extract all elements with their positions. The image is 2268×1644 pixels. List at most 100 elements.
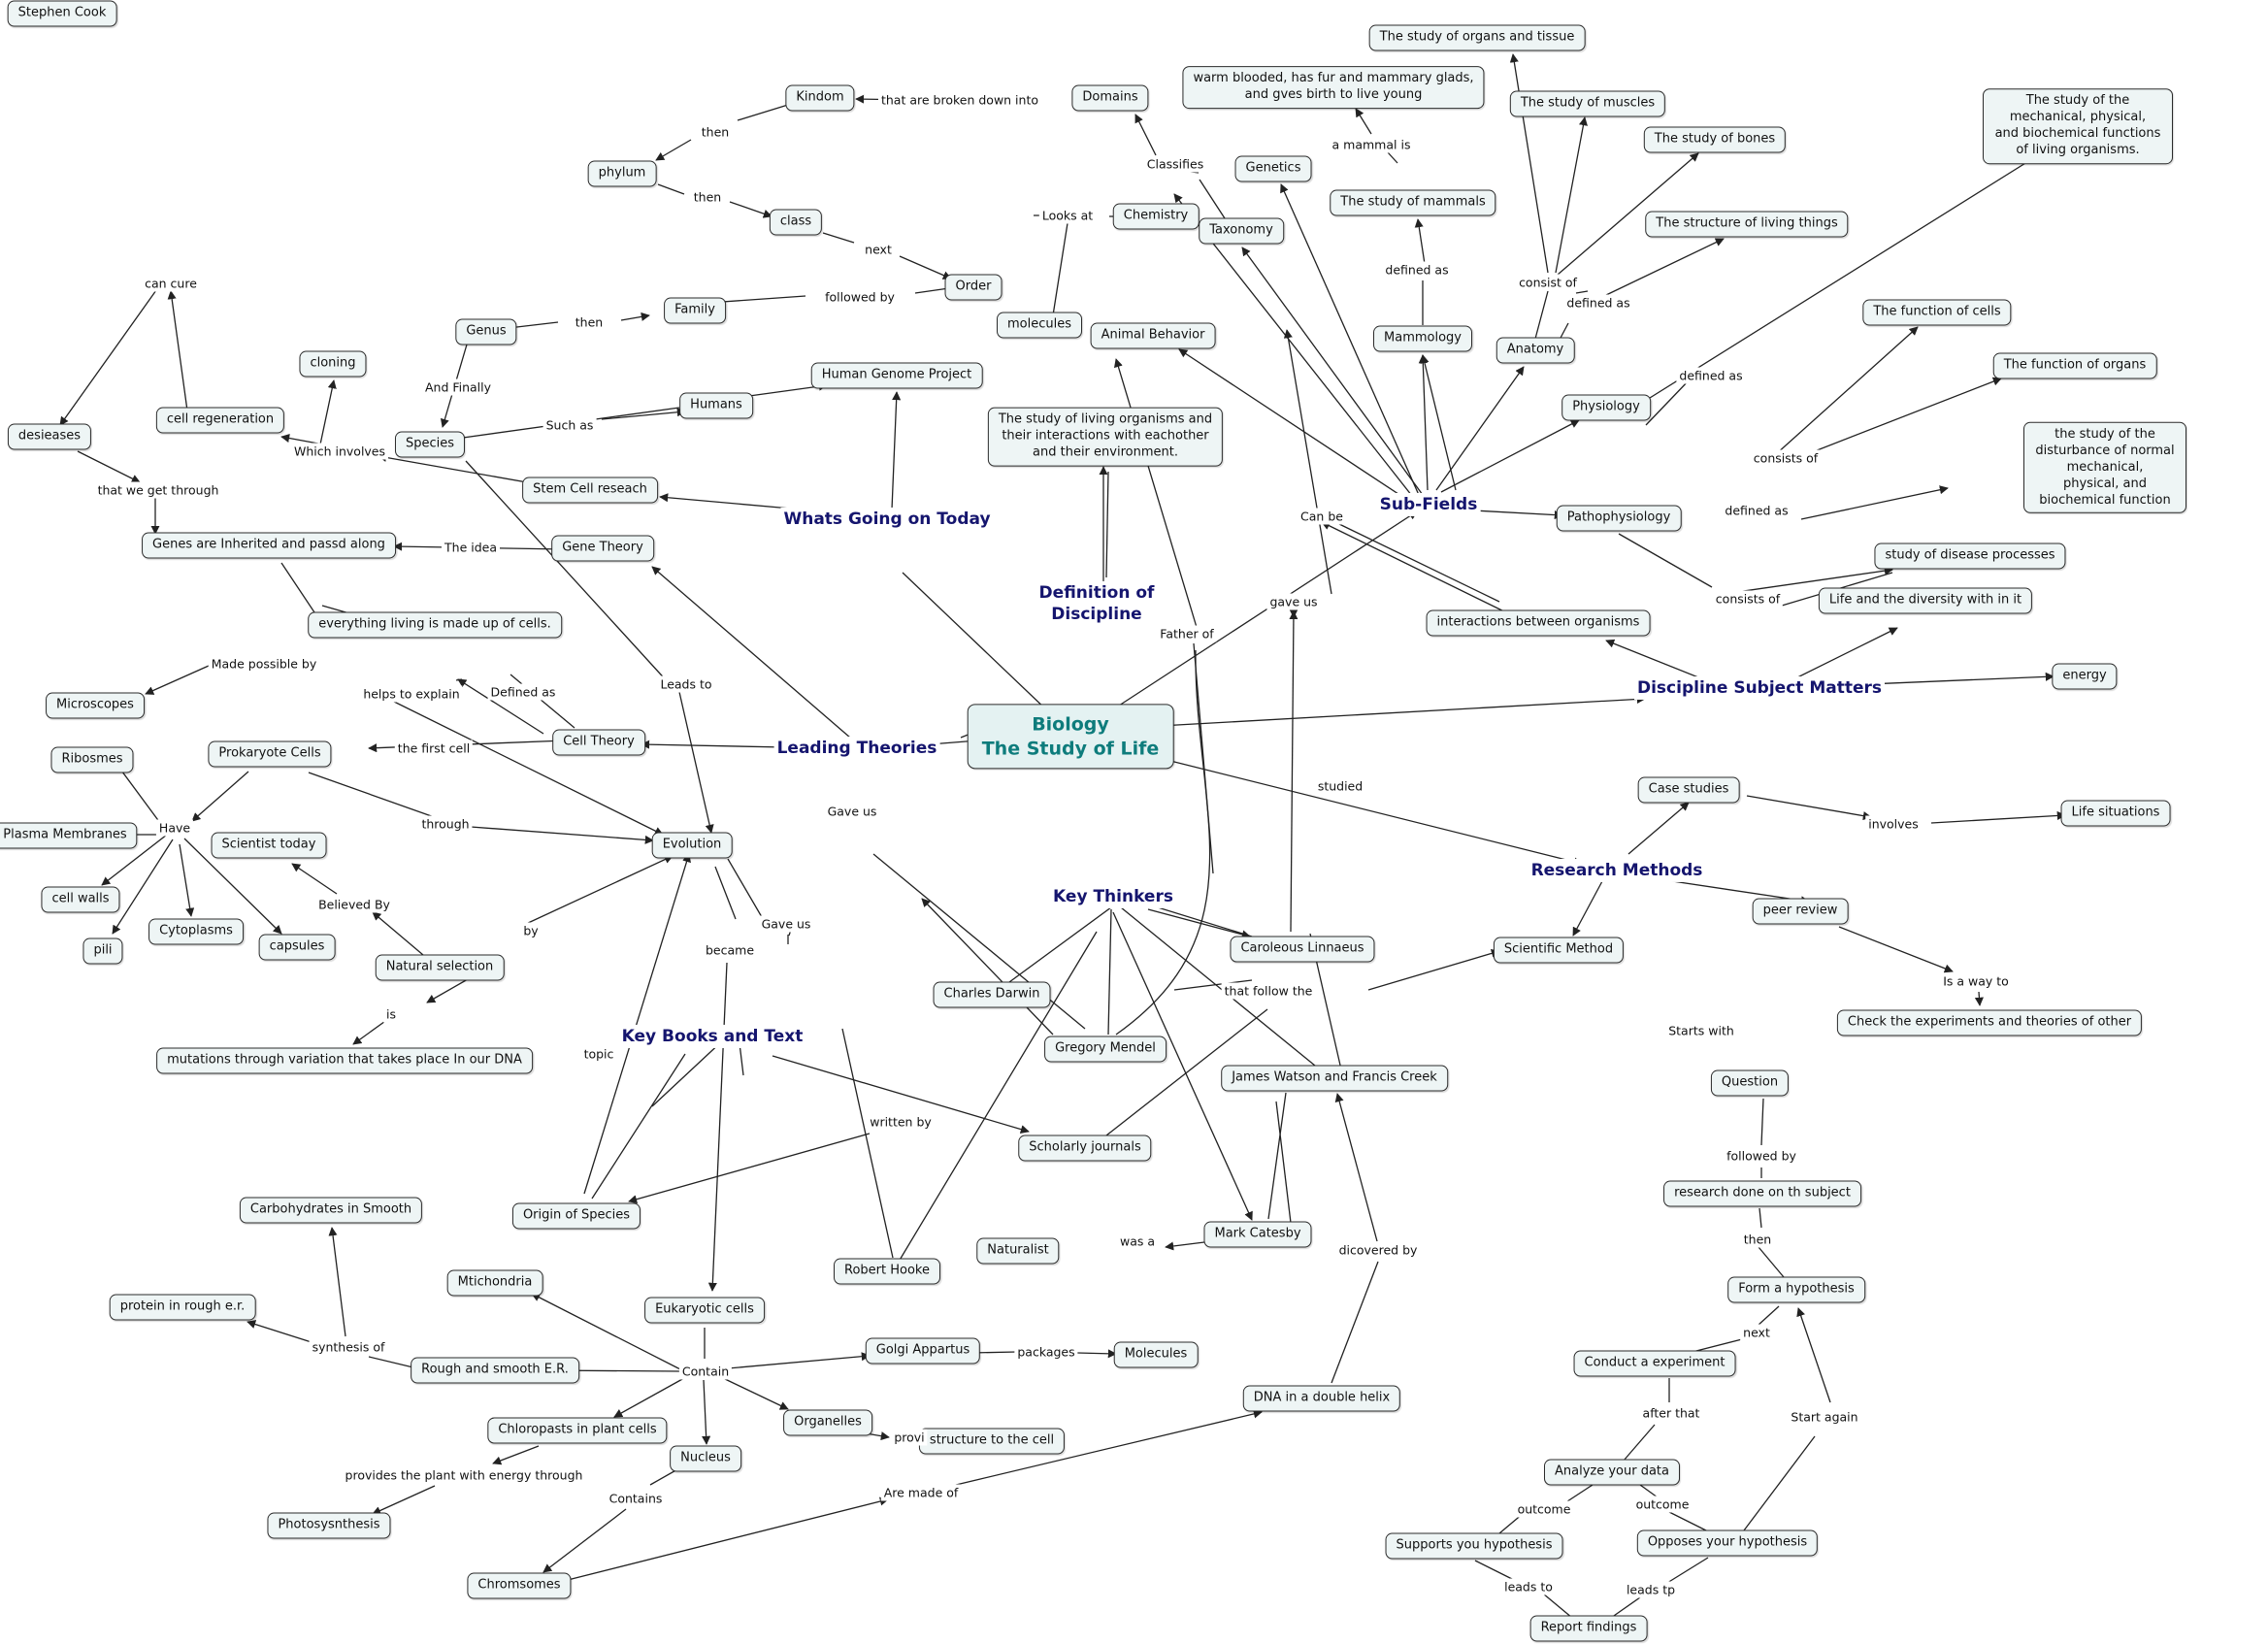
node-mark-catesby[interactable]: Mark Catesby xyxy=(1203,1221,1312,1248)
node-mtichondria[interactable]: Mtichondria xyxy=(446,1269,543,1297)
node-analyze[interactable]: Analyze your data xyxy=(1543,1459,1681,1486)
node-mutations[interactable]: mutations through variation that takes p… xyxy=(156,1047,533,1074)
hub-discipline-subject-matters[interactable]: Discipline Subject Matters xyxy=(1633,675,1886,701)
node-chloroplasts[interactable]: Chloropasts in plant cells xyxy=(487,1417,668,1444)
node-ribosmes[interactable]: Ribosmes xyxy=(50,746,134,773)
node-pili[interactable]: pili xyxy=(82,937,123,965)
node-peer-review[interactable]: peer review xyxy=(1752,898,1849,925)
node-taxonomy[interactable]: Taxonomy xyxy=(1199,217,1284,245)
hub-key-thinkers[interactable]: Key Thinkers xyxy=(1050,884,1176,909)
node-form-hypothesis[interactable]: Form a hypothesis xyxy=(1727,1276,1865,1303)
node-humans[interactable]: Humans xyxy=(679,392,753,419)
node-study-living[interactable]: The study of living organisms and their … xyxy=(987,407,1224,467)
node-chemistry[interactable]: Chemistry xyxy=(1112,203,1200,230)
node-animal-behavior[interactable]: Animal Behavior xyxy=(1090,322,1216,349)
node-energy[interactable]: energy xyxy=(2052,663,2118,690)
node-photosynthesis[interactable]: Photosysnthesis xyxy=(267,1512,391,1539)
node-robert-hooke[interactable]: Robert Hooke xyxy=(834,1258,940,1285)
node-structure-cell[interactable]: structure to the cell xyxy=(918,1428,1066,1455)
node-prokaryote[interactable]: Prokaryote Cells xyxy=(208,740,332,768)
node-domains[interactable]: Domains xyxy=(1071,84,1149,112)
node-organs-tissue[interactable]: The study of organs and tissue xyxy=(1368,24,1586,51)
node-mechanical-functions[interactable]: The study of the mechanical, physical, a… xyxy=(1983,88,2173,164)
node-function-cells[interactable]: The function of cells xyxy=(1862,299,2012,326)
node-rough-smooth[interactable]: Rough and smooth E.R. xyxy=(411,1357,579,1384)
node-everything-living[interactable]: everything living is made up of cells. xyxy=(308,611,562,639)
node-pathophysiology[interactable]: Pathophysiology xyxy=(1556,505,1682,532)
hub-definition[interactable]: Definition of Discipline xyxy=(1035,580,1158,627)
node-genes-inherited[interactable]: Genes are Inherited and passd along xyxy=(142,532,396,559)
node-molecules-bottom[interactable]: Molecules xyxy=(1113,1341,1199,1368)
node-conduct[interactable]: Conduct a experiment xyxy=(1573,1350,1736,1377)
node-disturbance[interactable]: the study of the disturbance of normal m… xyxy=(2023,421,2186,514)
node-cell-theory[interactable]: Cell Theory xyxy=(552,729,645,756)
node-family[interactable]: Family xyxy=(664,297,726,324)
node-kindom[interactable]: Kindom xyxy=(785,84,855,112)
node-protein[interactable]: protein in rough e.r. xyxy=(109,1294,256,1321)
node-report[interactable]: Report findings xyxy=(1529,1615,1648,1642)
node-genetics[interactable]: Genetics xyxy=(1234,155,1312,182)
node-life-diversity[interactable]: Life and the diversity with in it xyxy=(1818,587,2033,614)
link-label: after that xyxy=(1639,1404,1703,1422)
node-disease-processes[interactable]: study of disease processes xyxy=(1874,543,2066,570)
node-golgi[interactable]: Golgi Appartus xyxy=(865,1337,981,1365)
node-desieases[interactable]: desieases xyxy=(7,423,92,450)
node-study-mammals[interactable]: The study of mammals xyxy=(1330,189,1496,216)
node-anatomy[interactable]: Anatomy xyxy=(1496,337,1575,364)
node-darwin[interactable]: Charles Darwin xyxy=(933,981,1051,1008)
node-organelles[interactable]: Organelles xyxy=(783,1409,872,1436)
central-topic[interactable]: Biology The Study of Life xyxy=(967,704,1174,770)
node-microscopes[interactable]: Microscopes xyxy=(46,692,145,719)
node-cloning[interactable]: cloning xyxy=(299,350,367,378)
node-life-situations[interactable]: Life situations xyxy=(2060,800,2171,827)
node-stem-cell[interactable]: Stem Cell reseach xyxy=(522,477,658,504)
hub-sub-fields[interactable]: Sub-Fields xyxy=(1376,492,1481,517)
node-dna-helix[interactable]: DNA in a double helix xyxy=(1242,1385,1401,1412)
node-species[interactable]: Species xyxy=(394,431,466,458)
node-phylum[interactable]: phylum xyxy=(587,160,657,187)
node-capsules[interactable]: capsules xyxy=(258,934,336,961)
node-research-done[interactable]: research done on th subject xyxy=(1663,1180,1861,1207)
node-carbohydrates[interactable]: Carbohydrates in Smooth xyxy=(239,1197,423,1224)
node-interactions[interactable]: interactions between organisms xyxy=(1426,609,1651,637)
node-chromsomes[interactable]: Chromsomes xyxy=(467,1572,572,1599)
node-human-genome[interactable]: Human Genome Project xyxy=(810,362,983,389)
node-structure-living[interactable]: The structure of living things xyxy=(1645,211,1849,238)
node-order[interactable]: Order xyxy=(944,274,1003,301)
node-scholarly[interactable]: Scholarly journals xyxy=(1018,1134,1152,1162)
node-opposes[interactable]: Opposes your hypothesis xyxy=(1636,1529,1819,1557)
node-class[interactable]: class xyxy=(769,209,823,236)
node-molecules-top[interactable]: molecules xyxy=(997,312,1082,339)
node-gene-theory[interactable]: Gene Theory xyxy=(551,535,654,562)
node-cytoplasms[interactable]: Cytoplasms xyxy=(148,918,244,945)
node-natural-selection[interactable]: Natural selection xyxy=(375,954,505,981)
node-origin-species[interactable]: Origin of Species xyxy=(511,1202,641,1230)
hub-research-methods[interactable]: Research Methods xyxy=(1528,858,1706,883)
node-evolution[interactable]: Evolution xyxy=(651,832,733,859)
node-cell-regeneration[interactable]: cell regeneration xyxy=(155,407,285,434)
node-eukaryotic[interactable]: Eukaryotic cells xyxy=(644,1297,765,1324)
node-watson-crick[interactable]: James Watson and Francis Creek xyxy=(1221,1065,1448,1092)
node-study-bones[interactable]: The study of bones xyxy=(1643,126,1787,153)
node-plasma[interactable]: Plasma Membranes xyxy=(0,822,138,849)
hub-key-books[interactable]: Key Books and Text xyxy=(618,1024,806,1049)
node-mendel[interactable]: Gregory Mendel xyxy=(1044,1036,1167,1063)
node-cell-walls[interactable]: cell walls xyxy=(41,886,120,913)
node-function-organs[interactable]: The function of organs xyxy=(1992,352,2157,379)
node-mammology[interactable]: Mammology xyxy=(1373,325,1472,352)
node-genus[interactable]: Genus xyxy=(455,318,517,345)
node-naturalist[interactable]: Naturalist xyxy=(976,1237,1060,1265)
node-supports[interactable]: Supports you hypothesis xyxy=(1385,1532,1563,1560)
node-check-experiments[interactable]: Check the experiments and theories of ot… xyxy=(1836,1009,2143,1036)
hub-leading-theories[interactable]: Leading Theories xyxy=(773,736,940,761)
node-linnaeus[interactable]: Caroleous Linnaeus xyxy=(1230,936,1375,963)
node-question[interactable]: Question xyxy=(1710,1069,1790,1097)
node-warm-blooded[interactable]: warm blooded, has fur and mammary glads,… xyxy=(1182,66,1485,109)
hub-whats-going-on-today[interactable]: Whats Going on Today xyxy=(780,507,994,532)
node-scientific-method[interactable]: Scientific Method xyxy=(1493,937,1625,964)
node-study-muscles[interactable]: The study of muscles xyxy=(1509,90,1666,117)
node-scientist-today[interactable]: Scientist today xyxy=(211,832,327,859)
node-physiology[interactable]: Physiology xyxy=(1561,394,1651,421)
node-nucleus[interactable]: Nucleus xyxy=(670,1445,741,1472)
node-case-studies[interactable]: Case studies xyxy=(1637,776,1740,804)
